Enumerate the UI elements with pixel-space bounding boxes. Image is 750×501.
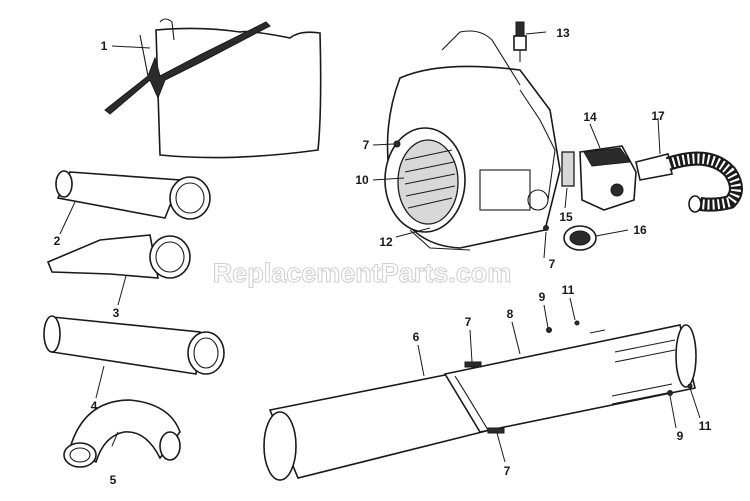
watermark-text: ReplacementParts.com	[213, 258, 512, 288]
part-filter[interactable]	[561, 151, 575, 187]
part-concentrator-nozzle[interactable]	[46, 234, 191, 279]
callout-14: 14	[583, 110, 597, 124]
callout-17: 17	[651, 109, 665, 123]
part-main-tube[interactable]	[263, 324, 697, 481]
callout-16: 16	[633, 223, 647, 237]
leader-lines	[59, 31, 701, 463]
callout-2: 2	[54, 234, 61, 248]
callout-labels: 1 2 3 4 5 6 7 7 7 7 8 9 9 10 11 11 12 13…	[54, 26, 712, 487]
callout-15: 15	[559, 210, 573, 224]
callout-3: 3	[113, 306, 120, 320]
part-vacuum-bag[interactable]	[104, 18, 322, 159]
callout-12: 12	[379, 235, 393, 249]
part-spark-plug[interactable]	[513, 21, 527, 62]
part-elbow[interactable]	[63, 399, 181, 468]
callout-9-bottom: 9	[677, 429, 684, 443]
callout-10: 10	[355, 173, 369, 187]
callout-6: 6	[413, 330, 420, 344]
part-blower-housing[interactable]	[384, 30, 561, 251]
callout-8: 8	[507, 307, 514, 321]
part-blower-tube[interactable]	[55, 170, 211, 220]
callout-7-base: 7	[549, 257, 556, 271]
callout-9-top: 9	[539, 290, 546, 304]
callout-13: 13	[556, 26, 570, 40]
part-flex-hose[interactable]	[635, 151, 743, 213]
callout-4: 4	[91, 399, 98, 413]
callout-7-housing: 7	[363, 138, 370, 152]
part-air-filter-cover[interactable]	[579, 145, 637, 211]
callout-7-tube-bottom: 7	[504, 464, 511, 478]
callout-11-top: 11	[562, 283, 575, 297]
callout-11-bottom: 11	[699, 419, 712, 433]
callout-1: 1	[101, 39, 108, 53]
callout-7-tube-top: 7	[465, 315, 472, 329]
part-cap[interactable]	[563, 225, 597, 251]
callout-5: 5	[110, 473, 117, 487]
part-tube[interactable]	[43, 315, 225, 375]
